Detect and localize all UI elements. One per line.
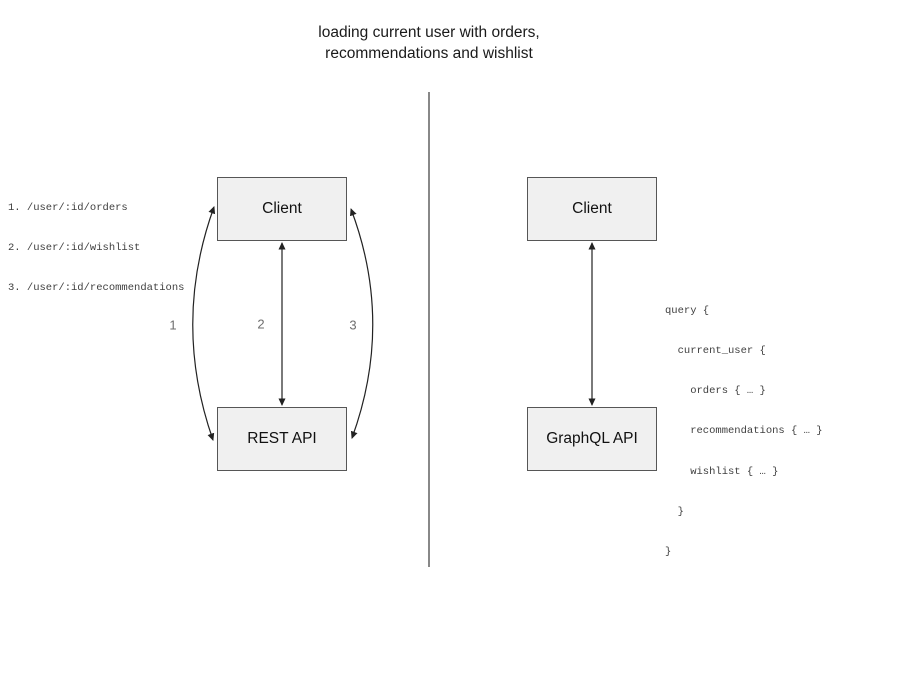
- rest-client-label: Client: [262, 200, 302, 217]
- diagram-title: loading current user with orders, recomm…: [318, 22, 539, 64]
- rest-arrow-1-label: 1: [169, 317, 177, 333]
- rest-endpoint-list: 1. /user/:id/orders 2. /user/:id/wishlis…: [8, 175, 184, 322]
- graphql-query-line: orders { … }: [665, 385, 766, 398]
- graphql-query-line: }: [665, 546, 672, 559]
- graphql-query-line: query {: [665, 304, 710, 317]
- rest-endpoint-item: 3. /user/:id/recommendations: [8, 282, 185, 295]
- graphql-client-label: Client: [572, 200, 612, 217]
- rest-api-box: REST API: [217, 407, 347, 471]
- rest-arrow-3-label: 3: [349, 317, 357, 333]
- rest-arrow-2-label: 2: [257, 316, 265, 332]
- graphql-query-line: recommendations { … }: [665, 425, 823, 438]
- rest-arrow-1-curve: [192, 206, 216, 441]
- graphql-client-box: Client: [527, 177, 657, 241]
- rest-endpoint-item: 2. /user/:id/wishlist: [8, 242, 141, 255]
- graphql-api-label: GraphQL API: [546, 430, 638, 447]
- graphql-query-line: wishlist { … }: [665, 465, 779, 478]
- diagram-title-line1: loading current user with orders,: [318, 24, 540, 41]
- rest-api-label: REST API: [247, 430, 317, 447]
- rest-endpoint-item: 1. /user/:id/orders: [8, 201, 128, 214]
- graphql-query-line: current_user {: [665, 345, 766, 358]
- diagram-title-line2: recommendations and wishlist: [325, 45, 533, 62]
- rest-client-box: Client: [217, 177, 347, 241]
- panel-divider: [428, 92, 430, 567]
- graphql-query-line: }: [665, 505, 684, 518]
- graphql-api-box: GraphQL API: [527, 407, 657, 471]
- graphql-query-snippet: query { current_user { orders { … } reco…: [665, 278, 823, 586]
